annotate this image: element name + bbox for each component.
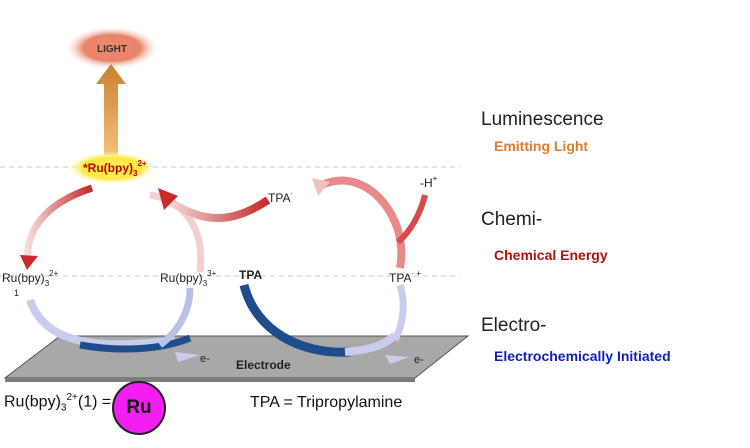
tpa-cation-arc bbox=[391, 283, 407, 342]
ru-legend-formula: Ru(bpy)32+(1) = bbox=[4, 392, 112, 414]
light-arrow bbox=[96, 64, 126, 155]
electron-label-left: e- bbox=[200, 353, 210, 365]
electron-transfer-arrowhead bbox=[158, 188, 178, 210]
oxidation-arc-left bbox=[26, 298, 176, 349]
tpa-oxidation-arc-fade bbox=[344, 332, 398, 356]
ru3-label: Ru(bpy)33+ bbox=[160, 269, 217, 288]
electron-label-right: e- bbox=[414, 354, 424, 366]
tpa-label: TPA bbox=[239, 268, 262, 282]
electrode-label: Electrode bbox=[236, 358, 291, 372]
stage-subtitle-chemi: Chemical Energy bbox=[494, 247, 608, 263]
tpa-cation-label: TPA· + bbox=[389, 269, 421, 285]
relaxation-arrow bbox=[24, 184, 94, 263]
stage-title-electro: Electro- bbox=[481, 315, 547, 336]
stage-title-luminescence: Luminescence bbox=[481, 109, 604, 130]
ru2-label: Ru(bpy)32+ bbox=[2, 269, 59, 288]
tpa-radical-label: TPA· bbox=[268, 189, 293, 205]
oxidation-arc-ru3 bbox=[157, 287, 194, 348]
tpa-legend: TPA = Tripropylamine bbox=[250, 394, 403, 411]
tpa-oxidation-arc bbox=[239, 283, 351, 357]
electron-arrow-left bbox=[175, 352, 200, 362]
tpa-cycle-deprotonation-arrow bbox=[395, 194, 428, 245]
electron-arrow-right bbox=[385, 355, 410, 364]
minus-h-label: -H+ bbox=[420, 174, 438, 190]
electron-transfer-arrow bbox=[165, 196, 271, 222]
tpa-cycle-top-arrow bbox=[318, 176, 406, 269]
stage-title-chemi: Chemi- bbox=[481, 209, 543, 230]
excitation-arc bbox=[149, 191, 205, 273]
ru-symbol-badge: Ru bbox=[112, 381, 166, 435]
excited-state-glow bbox=[66, 151, 158, 185]
light-glow bbox=[64, 26, 160, 70]
electrode-edge bbox=[5, 378, 415, 382]
light-label: LIGHT bbox=[97, 44, 127, 55]
ru2-index: 1 bbox=[14, 288, 19, 298]
excited-state-label: *Ru(bpy)32+ bbox=[83, 159, 147, 178]
stage-subtitle-luminescence: Emitting Light bbox=[494, 138, 589, 154]
tpa-cycle-arrowhead bbox=[312, 178, 330, 196]
relaxation-arrowhead bbox=[20, 255, 38, 270]
oxidation-arc-left-dark bbox=[79, 334, 192, 353]
stage-subtitle-electro: Electrochemically Initiated bbox=[494, 348, 671, 364]
